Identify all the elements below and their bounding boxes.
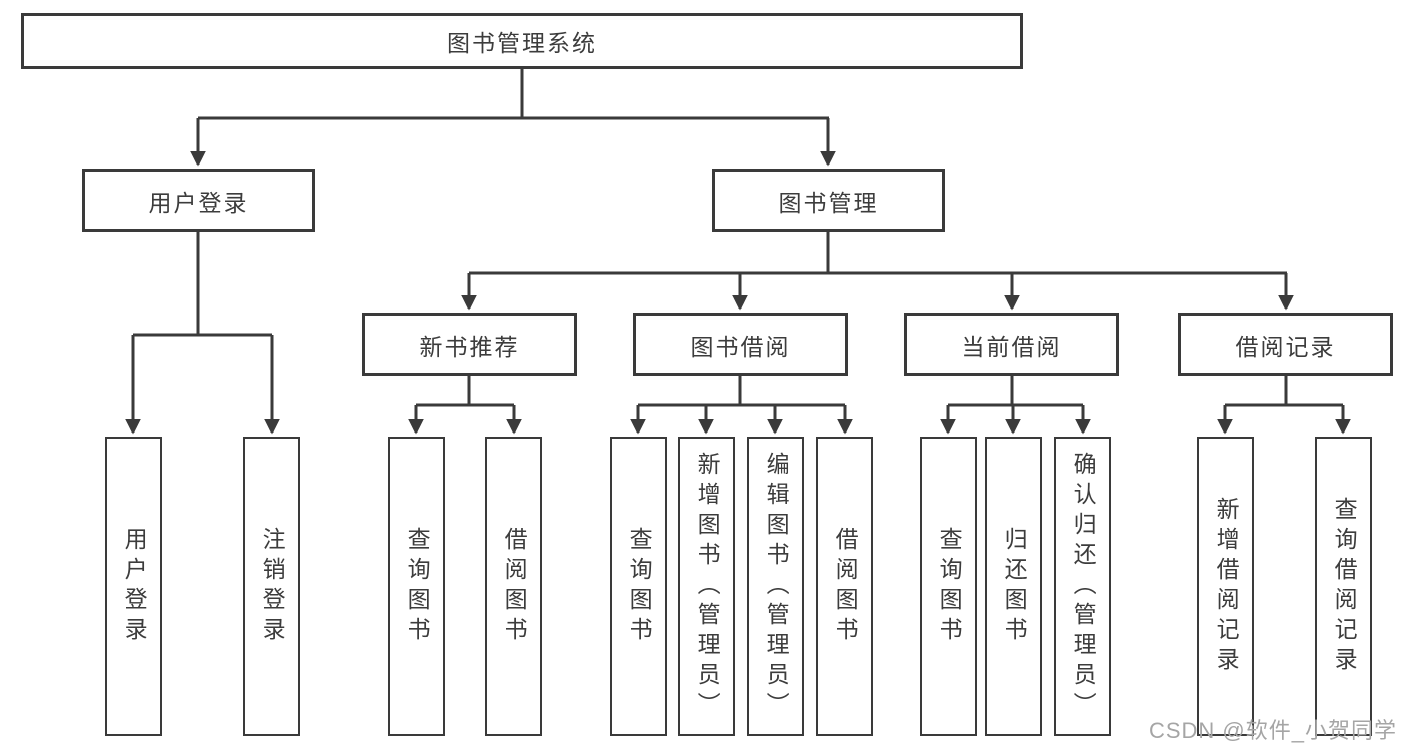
node-current-borrow: 当前借阅 [904,313,1119,376]
leaf-newbook-borrow-books: 借阅图书 [485,437,542,736]
leaf-logout-login: 注销登录 [243,437,300,736]
leaf-current-return-books-label: 归还图书 [1001,526,1028,647]
leaf-borrow-query-books: 查询图书 [610,437,667,736]
leaf-records-query-record: 查询借阅记录 [1315,437,1372,736]
node-book-borrow: 图书借阅 [633,313,848,376]
node-new-book-recommend: 新书推荐 [362,313,577,376]
node-borrow-records: 借阅记录 [1178,313,1393,376]
leaf-current-query-books: 查询图书 [920,437,977,736]
node-library-management-system: 图书管理系统 [21,13,1023,69]
leaf-logout-login-label: 注销登录 [259,526,286,647]
leaf-newbook-query-books: 查询图书 [388,437,445,736]
leaf-records-add-record: 新增借阅记录 [1197,437,1254,736]
leaf-current-return-books: 归还图书 [985,437,1042,736]
leaf-user-login: 用户登录 [105,437,162,736]
leaf-records-query-record-label: 查询借阅记录 [1331,496,1358,677]
leaf-current-confirm-return-admin-label: 确认归还（管理员） [1070,451,1097,722]
leaf-borrow-borrow-books: 借阅图书 [816,437,873,736]
leaf-newbook-borrow-books-label: 借阅图书 [501,526,528,647]
leaf-borrow-add-books-admin: 新增图书（管理员） [678,437,735,736]
leaf-current-confirm-return-admin: 确认归还（管理员） [1054,437,1111,736]
csdn-watermark: CSDN @软件_小贺同学 [1148,718,1397,743]
leaf-newbook-query-books-label: 查询图书 [404,526,431,647]
leaf-user-login-label: 用户登录 [121,526,148,647]
node-user-login: 用户登录 [82,169,315,232]
node-book-management: 图书管理 [712,169,945,232]
leaf-borrow-edit-books-admin: 编辑图书（管理员） [747,437,804,736]
leaf-borrow-edit-books-admin-label: 编辑图书（管理员） [763,451,790,722]
leaf-current-query-books-label: 查询图书 [936,526,963,647]
leaf-records-add-record-label: 新增借阅记录 [1213,496,1240,677]
leaf-borrow-add-books-admin-label: 新增图书（管理员） [694,451,721,722]
leaf-borrow-borrow-books-label: 借阅图书 [832,526,859,647]
leaf-borrow-query-books-label: 查询图书 [626,526,653,647]
